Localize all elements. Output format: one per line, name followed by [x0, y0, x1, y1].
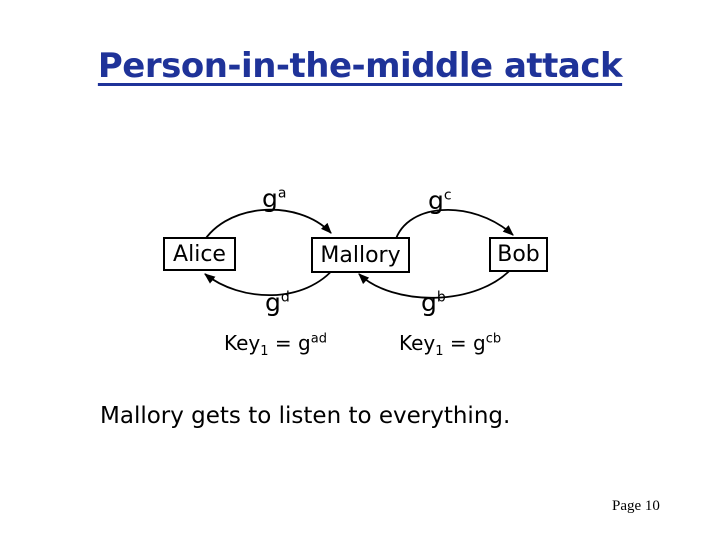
- message-gb-label: gb: [421, 290, 446, 315]
- ga-exponent: a: [277, 185, 287, 202]
- alice-label: Alice: [173, 241, 226, 267]
- arrow-bob-to-mallory: [358, 265, 515, 299]
- key-right-equals: =: [443, 331, 474, 355]
- key-right-exponent: cb: [485, 331, 502, 347]
- gc-exponent: c: [443, 187, 452, 204]
- mallory-box: Mallory: [311, 237, 410, 273]
- key-left-exponent: ad: [310, 331, 327, 347]
- key-right-base: g: [473, 331, 486, 355]
- message-gc-label: gc: [428, 188, 452, 213]
- key-right-word: Key: [399, 331, 436, 355]
- alice-box: Alice: [163, 237, 236, 271]
- gd-base: g: [265, 288, 281, 317]
- key-left-base: g: [298, 331, 311, 355]
- key-left-equals: =: [268, 331, 299, 355]
- gc-base: g: [428, 186, 444, 215]
- slide-caption: Mallory gets to listen to everything.: [100, 403, 511, 429]
- gb-exponent: b: [436, 289, 446, 306]
- gb-base: g: [421, 288, 437, 317]
- key-right-subscript: 1: [435, 344, 444, 359]
- arrow-alice-to-mallory: [199, 208, 332, 249]
- bob-label: Bob: [497, 242, 540, 267]
- mallory-label: Mallory: [320, 242, 401, 268]
- gd-exponent: d: [280, 289, 290, 306]
- ga-base: g: [262, 184, 278, 213]
- message-gd-label: gd: [265, 290, 290, 315]
- key-left-word: Key: [224, 331, 261, 355]
- slide-title: Person-in-the-middle attack: [97, 46, 623, 86]
- page-number: Page 10: [612, 498, 660, 514]
- arrow-mallory-to-alice: [204, 265, 337, 297]
- arrow-mallory-to-bob: [393, 209, 514, 247]
- key-equation-left: Key1 = gad: [224, 331, 327, 358]
- bob-box: Bob: [489, 237, 548, 272]
- key-left-subscript: 1: [260, 344, 269, 359]
- key-equation-right: Key1 = gcb: [399, 331, 502, 358]
- message-ga-label: ga: [262, 186, 286, 211]
